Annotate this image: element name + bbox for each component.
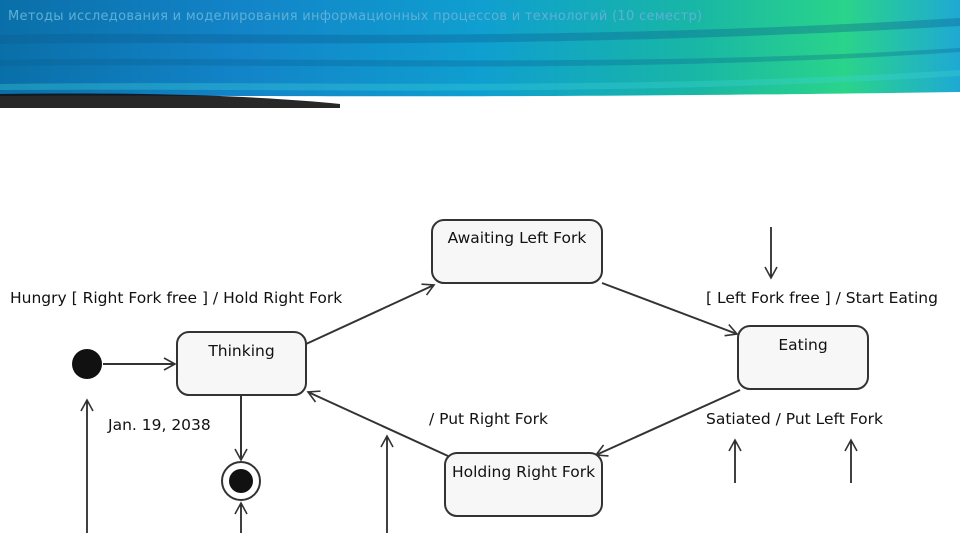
transition-holding-to-thinking	[306, 390, 449, 457]
state-thinking: Thinking	[176, 331, 307, 396]
transition-thinking-to-awaiting	[305, 283, 436, 345]
state-thinking-label: Thinking	[208, 342, 275, 360]
header-title: Методы исследования и моделирования инфо…	[8, 9, 703, 24]
state-holding-right-fork-label: Holding Right Fork	[451, 463, 596, 481]
header-banner: Методы исследования и моделирования инфо…	[0, 0, 960, 108]
banner-decoration	[0, 18, 960, 108]
transition-label-start-eating: [ Left Fork free ] / Start Eating	[706, 289, 938, 307]
transition-eating-to-holding	[594, 389, 741, 457]
state-holding-right-fork: Holding Right Fork	[444, 452, 603, 517]
state-eating-label: Eating	[778, 336, 828, 354]
initial-state	[72, 349, 102, 379]
final-state	[221, 461, 261, 501]
state-awaiting-left-fork-label: Awaiting Left Fork	[447, 229, 587, 247]
transition-label-time-event: Jan. 19, 2038	[108, 416, 211, 434]
transition-label-hungry: Hungry [ Right Fork free ] / Hold Right …	[10, 289, 343, 307]
transition-awaiting-to-eating	[601, 282, 739, 337]
transition-label-satiated: Satiated / Put Left Fork	[706, 410, 883, 428]
state-eating: Eating	[737, 325, 869, 390]
state-awaiting-left-fork: Awaiting Left Fork	[431, 219, 603, 284]
transition-label-put-right-fork: / Put Right Fork	[429, 410, 548, 428]
